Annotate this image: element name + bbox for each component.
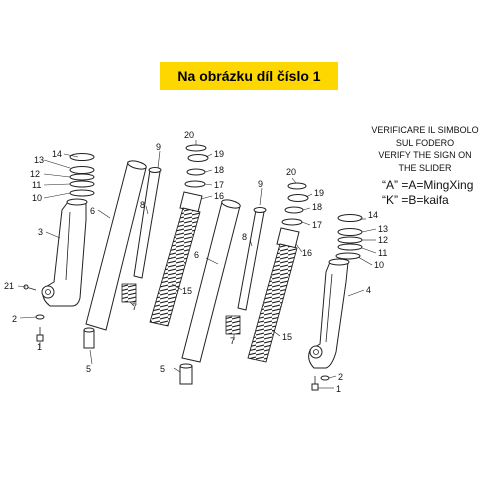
- callout-7-left: 7: [132, 302, 137, 312]
- washer-left: [35, 314, 45, 320]
- callout-1-right: 1: [336, 384, 341, 394]
- bolt-left: [36, 327, 44, 342]
- seal-stack-left: [69, 153, 95, 197]
- callout-1-left: 1: [37, 342, 42, 352]
- callout-2-right: 2: [338, 372, 343, 382]
- note-line-4: THE SLIDER: [398, 162, 452, 173]
- callout-14-left: 14: [52, 149, 62, 159]
- slider-right: [308, 258, 350, 369]
- callout-18-left: 18: [214, 165, 224, 175]
- callout-16-right: 16: [302, 248, 312, 258]
- callout-3: 3: [38, 227, 43, 237]
- callout-4: 4: [366, 285, 371, 295]
- callout-16-left: 16: [214, 191, 224, 201]
- top-parts-right: [276, 182, 309, 249]
- note-line-3: VERIFY THE SIGN ON: [378, 150, 472, 160]
- callout-12-right: 12: [378, 235, 388, 245]
- note-line-1: VERIFICARE IL SIMBOLO: [371, 125, 479, 135]
- supplier-codes: “A” =A=MingXing “K” =B=kaifa: [382, 178, 473, 208]
- callout-labels: 14 13 12 11 10 3 21 2 1 6 5 9 8 7 20 19 …: [4, 130, 388, 394]
- callout-20-left: 20: [184, 130, 194, 140]
- callout-15-right: 15: [282, 332, 292, 342]
- rebound-spring-left: [121, 283, 137, 303]
- seal-stack-right: [335, 214, 363, 260]
- bushing-right: [179, 363, 193, 385]
- callout-15-left: 15: [182, 286, 192, 296]
- rebound-spring-right: [225, 315, 241, 335]
- callout-5-right: 5: [160, 364, 165, 374]
- callout-10-left: 10: [32, 193, 42, 203]
- bushing-left: [83, 327, 95, 349]
- title-banner: Na obrázku díl číslo 1: [160, 62, 338, 90]
- damper-rod-left: [133, 167, 162, 279]
- callout-20-right: 20: [286, 167, 296, 177]
- callout-6-right: 6: [194, 250, 199, 260]
- screw-21: [23, 284, 37, 291]
- fork-spring-left: [149, 207, 201, 327]
- code-a: “A” =A=MingXing: [382, 178, 474, 192]
- stanchion-tube-right: [181, 199, 241, 363]
- callout-19-left: 19: [214, 149, 224, 159]
- callout-13-left: 13: [34, 155, 44, 165]
- callout-8-left: 8: [140, 200, 145, 210]
- callout-17-right: 17: [312, 220, 322, 230]
- callout-18-right: 18: [312, 202, 322, 212]
- callout-10-right: 10: [374, 260, 384, 270]
- callout-7-right: 7: [230, 336, 235, 346]
- callout-6-left: 6: [90, 206, 95, 216]
- note-line-2: SUL FODERO: [395, 137, 455, 148]
- callout-9-right: 9: [258, 179, 263, 189]
- callout-11-right: 11: [378, 248, 387, 258]
- callout-11-left: 11: [32, 180, 41, 190]
- leader-lines: [17, 140, 377, 389]
- callout-14-right: 14: [368, 210, 378, 220]
- slider-left: [41, 198, 88, 307]
- damper-rod-right: [237, 207, 267, 311]
- callout-12-left: 12: [30, 169, 40, 179]
- callout-5-left: 5: [86, 364, 91, 374]
- washer-right: [320, 375, 330, 381]
- callout-17-left: 17: [214, 180, 224, 190]
- callout-13-right: 13: [378, 224, 388, 234]
- top-parts-left: [179, 144, 209, 213]
- callout-8-right: 8: [242, 232, 247, 242]
- callout-2-left: 2: [12, 314, 17, 324]
- fork-spring-right: [247, 243, 298, 363]
- callout-19-right: 19: [314, 188, 324, 198]
- slider-sign-note: VERIFICARE IL SIMBOLO SUL FODERO VERIFY …: [350, 124, 500, 174]
- stanchion-tube-left: [85, 160, 147, 331]
- code-k: “K” =B=kaifa: [382, 193, 449, 207]
- bolt-right: [311, 376, 319, 391]
- title-banner-text: Na obrázku díl číslo 1: [177, 68, 321, 84]
- callout-9-left: 9: [156, 142, 161, 152]
- callout-21: 21: [4, 281, 14, 291]
